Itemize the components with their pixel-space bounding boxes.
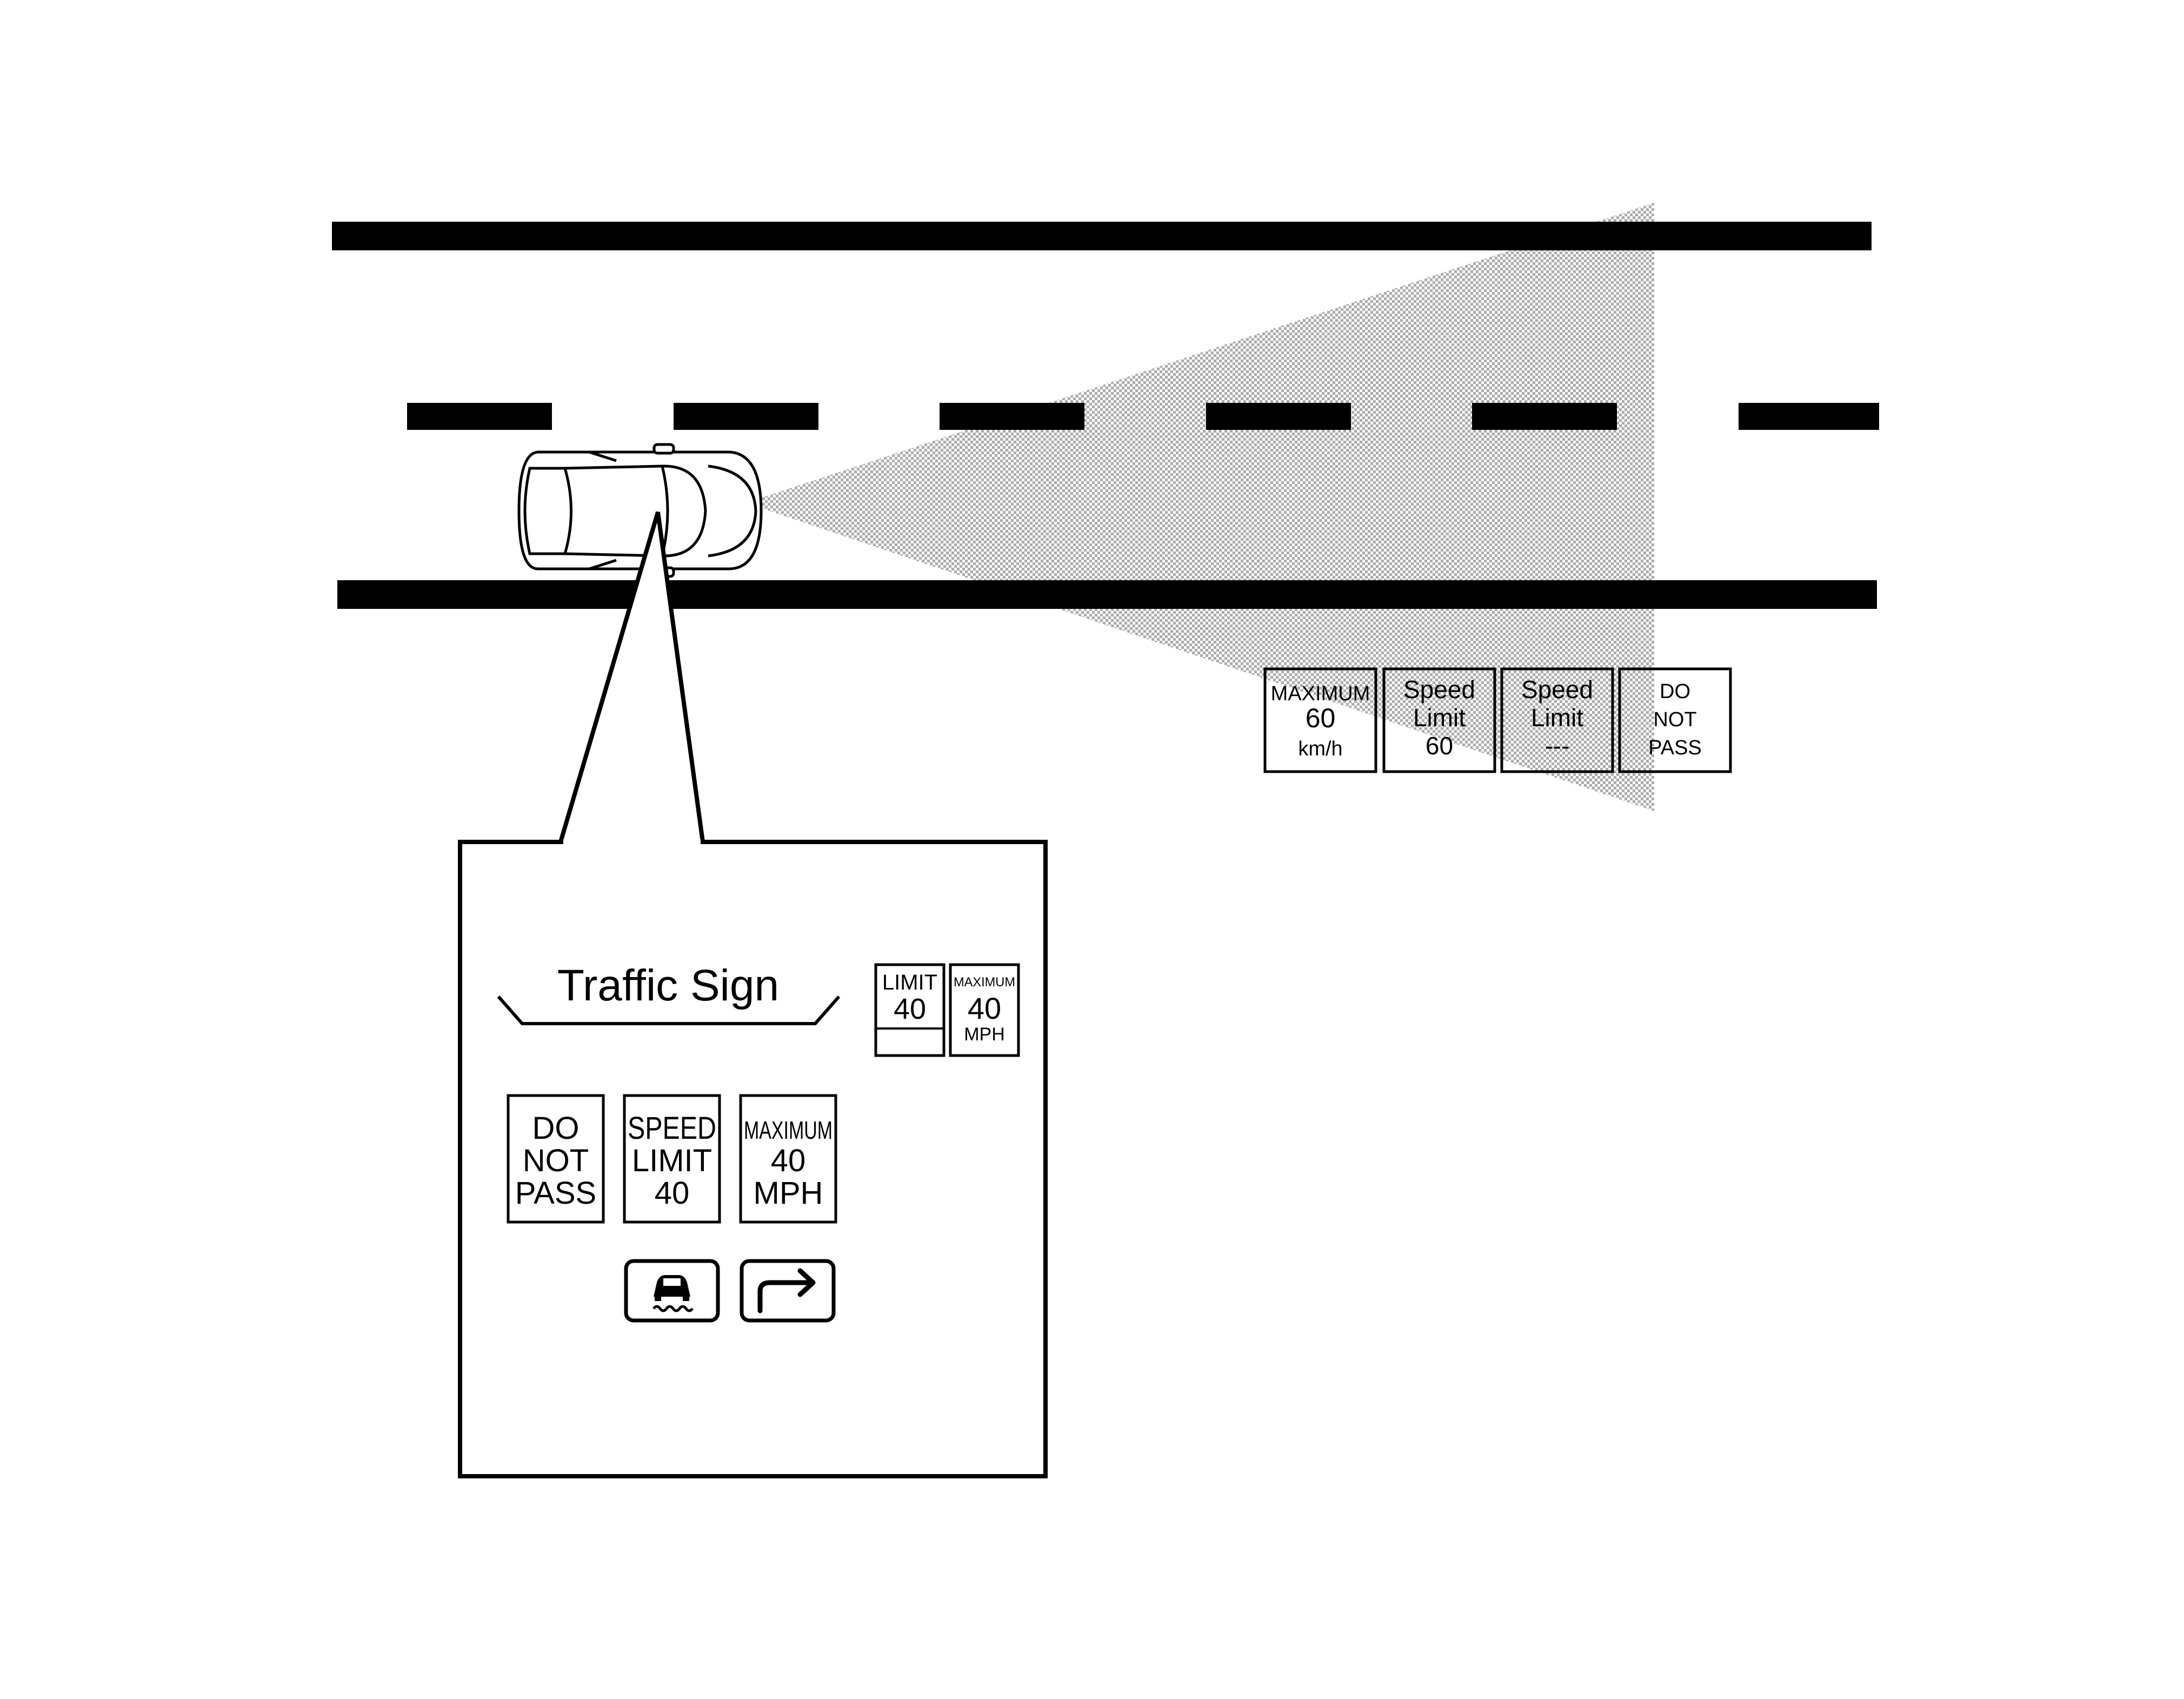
sign-text-line: PASS (515, 1176, 596, 1211)
sign-text-line: Speed (1521, 675, 1593, 704)
roadside-sign: DO NOT PASS (1618, 667, 1732, 773)
sign-text-line: Limit (1531, 704, 1583, 732)
road-top-edge (332, 222, 1872, 250)
sign-text-line: Speed (1403, 675, 1475, 704)
sign-text-line: NOT (1653, 708, 1696, 731)
sign-text-line: 40 (771, 1143, 806, 1178)
display-title: Traffic Sign (557, 961, 779, 1010)
sign-text-line: MAXIMUM (744, 1116, 833, 1144)
windshield (660, 464, 707, 558)
sign-text-line: 40 (894, 993, 926, 1025)
hood (708, 464, 757, 558)
vehicle (517, 443, 763, 578)
sign-text-line: DO (532, 1111, 580, 1146)
sign-text-line: 60 (1426, 732, 1453, 760)
sign-border (1618, 667, 1732, 773)
lane-dash (674, 403, 818, 430)
display-callout (458, 511, 1048, 1478)
sign-border (874, 963, 945, 1057)
lane-dash (1206, 403, 1351, 430)
sign-border (949, 963, 1020, 1057)
sign-text-line: 60 (1306, 703, 1336, 733)
sign-text-line: 40 (968, 991, 1001, 1025)
sign-border (1263, 667, 1377, 773)
right-turn-arrow-icon (757, 1268, 816, 1313)
display-icon-signs (624, 1259, 836, 1323)
sign-text-line: PASS (1648, 736, 1702, 759)
vehicle-body (517, 450, 763, 570)
lane-dash (1739, 403, 1879, 430)
door-seam-top (589, 450, 617, 462)
sign-text-line: MAXIMUM (1271, 682, 1370, 705)
sign-text-line: km/h (1298, 738, 1342, 760)
sign-text-line: Limit (1413, 704, 1466, 732)
display-panel (458, 840, 1048, 1478)
sign-border (739, 1094, 837, 1224)
lane-dash (1472, 403, 1617, 430)
road-bottom-edge (337, 580, 1877, 609)
lane-divider (407, 403, 1879, 430)
sign-text-line: DO (1660, 680, 1690, 703)
lane-dash (940, 403, 1084, 430)
sign-text-line: MAXIMUM (954, 975, 1015, 990)
sign-text-line: SPEED (628, 1111, 716, 1146)
sign-border (1382, 667, 1496, 773)
sign-text-line: --- (1545, 732, 1570, 760)
sign-text-line: 40 (655, 1176, 690, 1211)
icon-display-sign (740, 1259, 836, 1323)
sign-text-line: LIMIT (882, 971, 937, 994)
slippery-road-icon (652, 1275, 694, 1312)
sign-text-line: NOT (523, 1143, 589, 1178)
title-underline-bracket (497, 995, 841, 1025)
sign-text-line: LIMIT (632, 1143, 712, 1178)
rear-window (523, 467, 572, 555)
sign-text-line: MPH (964, 1024, 1005, 1045)
sign-border (740, 1259, 836, 1323)
door-seam-bottom (589, 559, 617, 570)
side-mirror-top (652, 443, 675, 455)
sign-text-line: MPH (754, 1176, 823, 1211)
roof-line-top (564, 464, 663, 470)
lane-dash (407, 403, 552, 430)
sign-border (507, 1094, 605, 1224)
sign-border (1500, 667, 1614, 773)
roadside-signs: MAXIMUM60km/hSpeedLimit60SpeedLimit---DO… (1263, 667, 1732, 773)
icon-display-sign (624, 1259, 720, 1323)
camera-field-of-view (746, 203, 1654, 811)
sign-border (623, 1094, 721, 1224)
